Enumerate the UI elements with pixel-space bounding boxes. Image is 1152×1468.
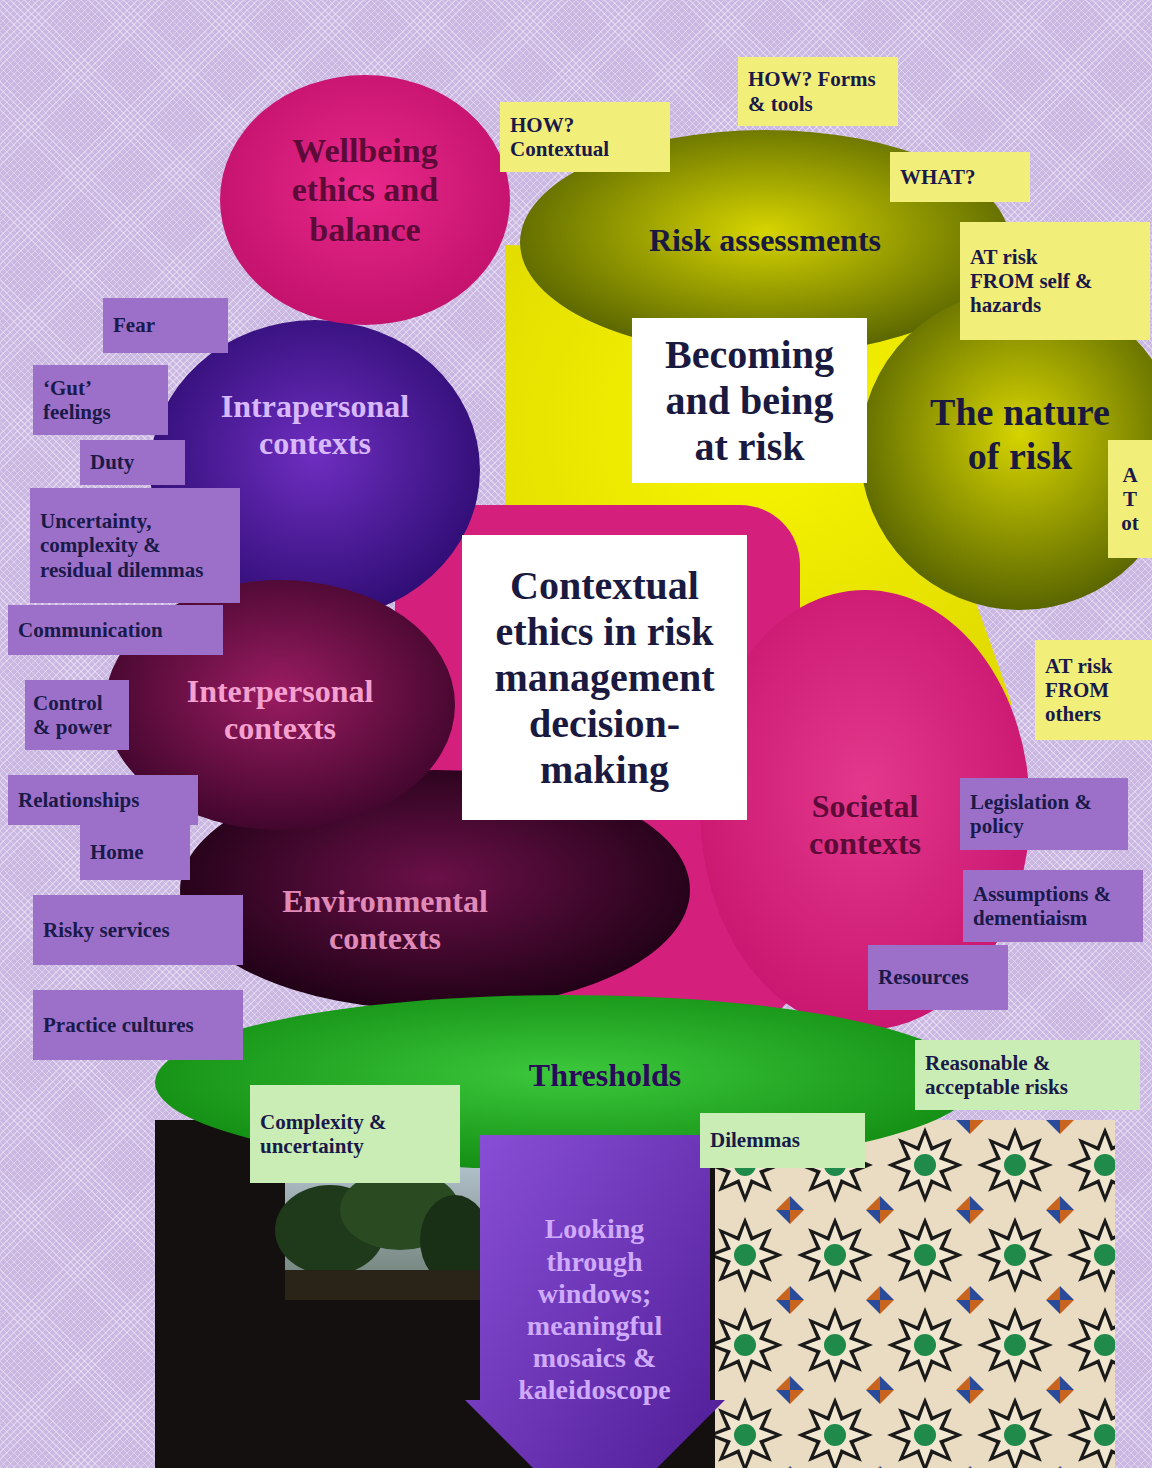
node-label: A T ot <box>1118 463 1142 535</box>
node-label: Interpersonal contexts <box>150 673 410 747</box>
factor-box: Practice cultures <box>33 990 243 1060</box>
node-label: HOW? Contextual <box>510 113 660 161</box>
node-label: Thresholds <box>529 1057 681 1094</box>
node-label: Control & power <box>33 691 121 739</box>
feeling-box: Duty <box>80 440 185 485</box>
direction-arrow: Looking through windows; meaningful mosa… <box>465 1135 725 1468</box>
node-label: Societal contexts <box>760 788 970 862</box>
node-label: Dilemmas <box>710 1128 800 1152</box>
context-ellipse-text-area: Societal contexts <box>760 780 970 870</box>
factor-box: Legislation & policy <box>960 778 1128 850</box>
node-label: Contextual ethics in risk management dec… <box>472 563 737 793</box>
factor-box: Home <box>80 825 190 880</box>
node-label: Relationships <box>18 788 139 812</box>
feeling-box: Fear <box>103 298 228 353</box>
node-label: AT risk FROM self & hazards <box>970 245 1100 317</box>
feeling-box: ‘Gut’ feelings <box>33 365 168 435</box>
mosaic-photo <box>715 1120 1115 1468</box>
threshold-box: Reasonable & acceptable risks <box>915 1040 1140 1110</box>
context-ellipse-outline <box>180 770 690 1010</box>
risk-box: A T ot <box>1108 440 1152 558</box>
node-label: Home <box>90 840 144 864</box>
heading-box: Becoming and being at risk <box>632 318 867 483</box>
question-box: HOW? Forms & tools <box>738 57 898 126</box>
direction-arrow-outline <box>465 1135 725 1468</box>
factor-box: Relationships <box>8 775 198 825</box>
risk-ellipse-text-area: Risk assessments <box>580 210 950 270</box>
feeling-box: Uncertainty, complexity & residual dilem… <box>30 488 240 603</box>
node-label: Intrapersonal contexts <box>170 388 460 462</box>
question-box: WHAT? <box>890 152 1030 202</box>
node-label: Legislation & policy <box>970 790 1118 838</box>
heading-box: Contextual ethics in risk management dec… <box>462 535 747 820</box>
factor-box: Resources <box>868 945 1008 1010</box>
node-label: HOW? Forms & tools <box>748 67 888 115</box>
context-ellipse-text-area: Intrapersonal contexts <box>170 375 460 475</box>
risk-box: AT risk FROM others <box>1035 640 1152 740</box>
node-label: WHAT? <box>900 165 975 189</box>
threshold-box: Complexity & uncertainty <box>250 1085 460 1183</box>
context-ellipse-text-area: Interpersonal contexts <box>150 665 410 755</box>
node-label: Risk assessments <box>649 222 881 259</box>
factor-box: Risky services <box>33 895 243 965</box>
risk-ellipse-text-area: The nature of risk <box>920 380 1120 490</box>
node-label: Wellbeing ethics and balance <box>265 131 465 248</box>
direction-arrow-text-area: Looking through windows; meaningful mosa… <box>507 1195 682 1425</box>
factor-box: Control & power <box>25 680 129 750</box>
node-label: Complexity & uncertainty <box>260 1110 450 1158</box>
question-box: HOW? Contextual <box>500 102 670 172</box>
risk-ellipse-outline <box>860 290 1152 610</box>
wellbeing-ellipse-outline <box>220 75 510 325</box>
factor-box: Assumptions & dementiaism <box>963 870 1143 942</box>
node-label: Assumptions & dementiaism <box>973 882 1133 930</box>
node-label: ‘Gut’ feelings <box>43 376 158 424</box>
context-ellipse-text-area: Environmental contexts <box>250 875 520 965</box>
node-label: AT risk FROM others <box>1045 654 1142 726</box>
risk-box: AT risk FROM self & hazards <box>960 222 1150 340</box>
node-label: Communication <box>18 618 163 642</box>
threshold-box: Dilemmas <box>700 1113 865 1168</box>
wellbeing-ellipse-text-area: Wellbeing ethics and balance <box>240 115 490 265</box>
wellbeing-ellipse: Wellbeing ethics and balance <box>220 75 510 325</box>
node-label: The nature of risk <box>920 391 1120 478</box>
node-label: Environmental contexts <box>250 883 520 957</box>
node-label: Reasonable & acceptable risks <box>925 1051 1130 1099</box>
node-label: Practice cultures <box>43 1013 194 1037</box>
node-label: Uncertainty, complexity & residual dilem… <box>40 509 230 581</box>
node-label: Becoming and being at risk <box>652 332 847 470</box>
node-label: Fear <box>113 313 155 337</box>
factor-box: Communication <box>8 605 223 655</box>
node-label: Risky services <box>43 918 170 942</box>
node-label: Looking through windows; meaningful mosa… <box>507 1213 682 1406</box>
node-label: Duty <box>90 450 134 474</box>
node-label: Resources <box>878 965 969 989</box>
threshold-ellipse-text-area: Thresholds <box>455 1050 755 1100</box>
